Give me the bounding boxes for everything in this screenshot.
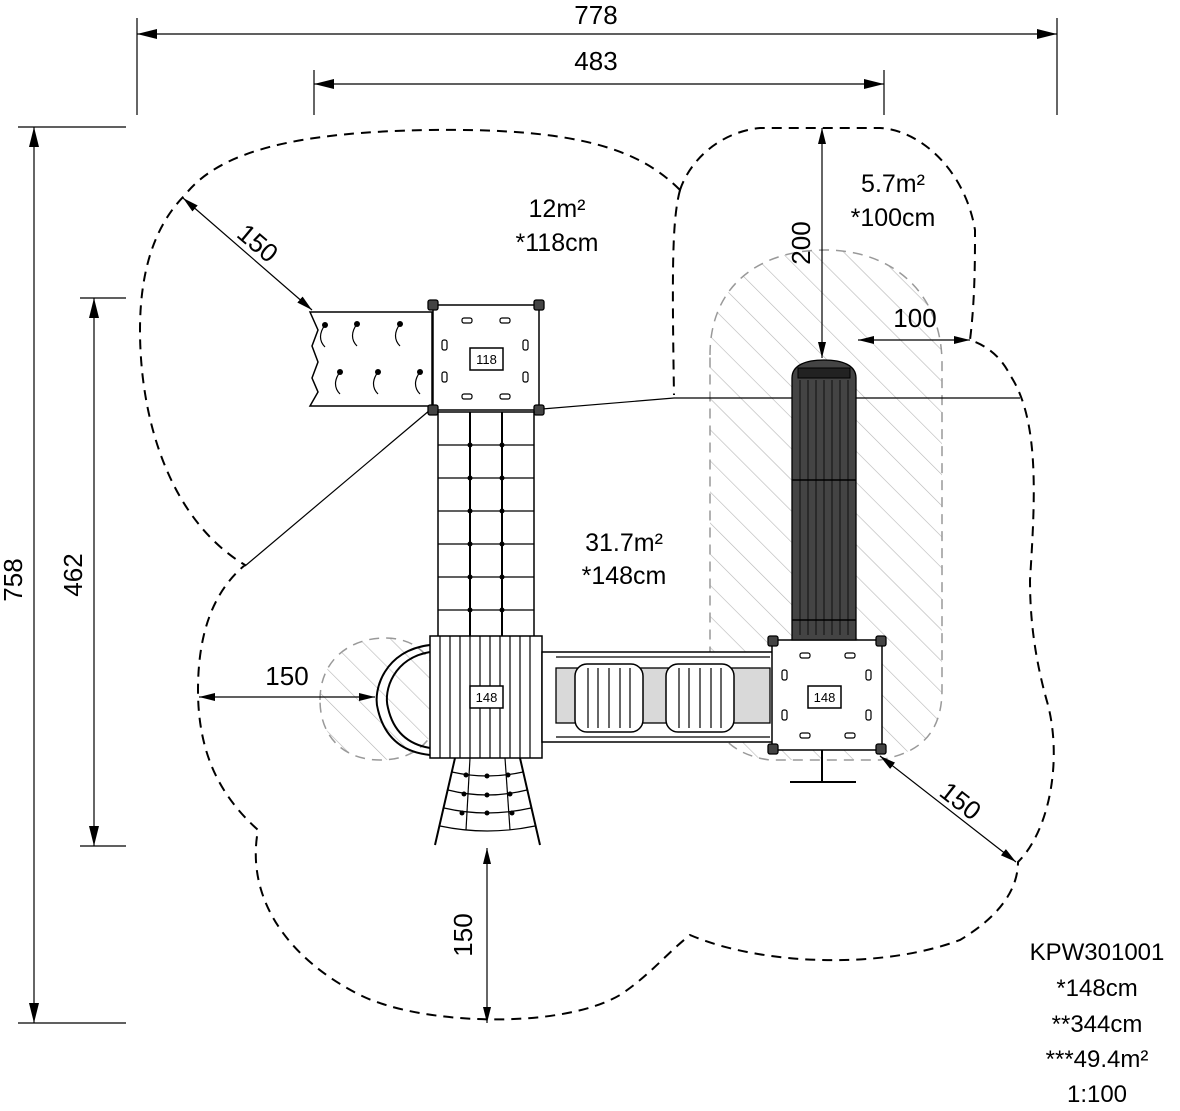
slide-area-label: 5.7m² — [861, 170, 925, 198]
total-height-info: **344cm — [1052, 1011, 1143, 1038]
area-labels: 12m² *118cm 31.7m² *148cm 5.7m² *100cm — [516, 170, 936, 590]
scale-info: 1:100 — [1067, 1081, 1127, 1108]
right-platform-tag: 148 — [814, 690, 836, 705]
clearance-bottom-label: 150 — [448, 913, 478, 956]
slide-top-dimension-label: 200 — [786, 221, 816, 264]
left-platform: 148 — [375, 635, 543, 759]
clearance-bottom-right-label: 150 — [934, 776, 987, 826]
slide-side-dimension-label: 100 — [893, 303, 936, 333]
dimension-lines — [18, 18, 1058, 1024]
playground-equipment: 118 — [308, 299, 887, 846]
top-platform-tag: 118 — [476, 352, 497, 367]
zone-divider-top — [671, 189, 681, 396]
overall-width-label: 778 — [574, 0, 617, 30]
main-area-label: 31.7m² — [585, 529, 663, 557]
clearance-left-label: 150 — [265, 661, 308, 691]
left-platform-tag: 148 — [476, 690, 498, 705]
inner-width-label: 483 — [574, 46, 617, 76]
tube-slide — [791, 359, 857, 641]
arch-hatched-zone — [319, 637, 441, 761]
top-platform: 118 — [427, 299, 545, 416]
rope-net-ladder — [434, 757, 541, 846]
overall-height-label: 758 — [0, 558, 28, 601]
clearance-top-left-label: 150 — [232, 218, 285, 269]
climbing-wall — [308, 311, 433, 407]
net-bridge — [437, 411, 535, 639]
total-area-info: ***49.4m² — [1046, 1046, 1149, 1073]
wobble-bridge — [541, 651, 775, 743]
platform-height-info: *148cm — [1056, 975, 1137, 1002]
inner-height-label: 462 — [58, 553, 88, 596]
product-info: KPW301001 *148cm **344cm ***49.4m² 1:100 — [1030, 939, 1165, 1108]
slide-height-label: *100cm — [851, 204, 936, 232]
top-height-label: *118cm — [516, 229, 599, 257]
right-platform: 148 — [767, 635, 887, 783]
main-height-label: *148cm — [582, 562, 667, 590]
main-safety-zone-outline — [138, 127, 1055, 1021]
product-code: KPW301001 — [1030, 939, 1165, 966]
top-area-label: 12m² — [529, 195, 586, 223]
